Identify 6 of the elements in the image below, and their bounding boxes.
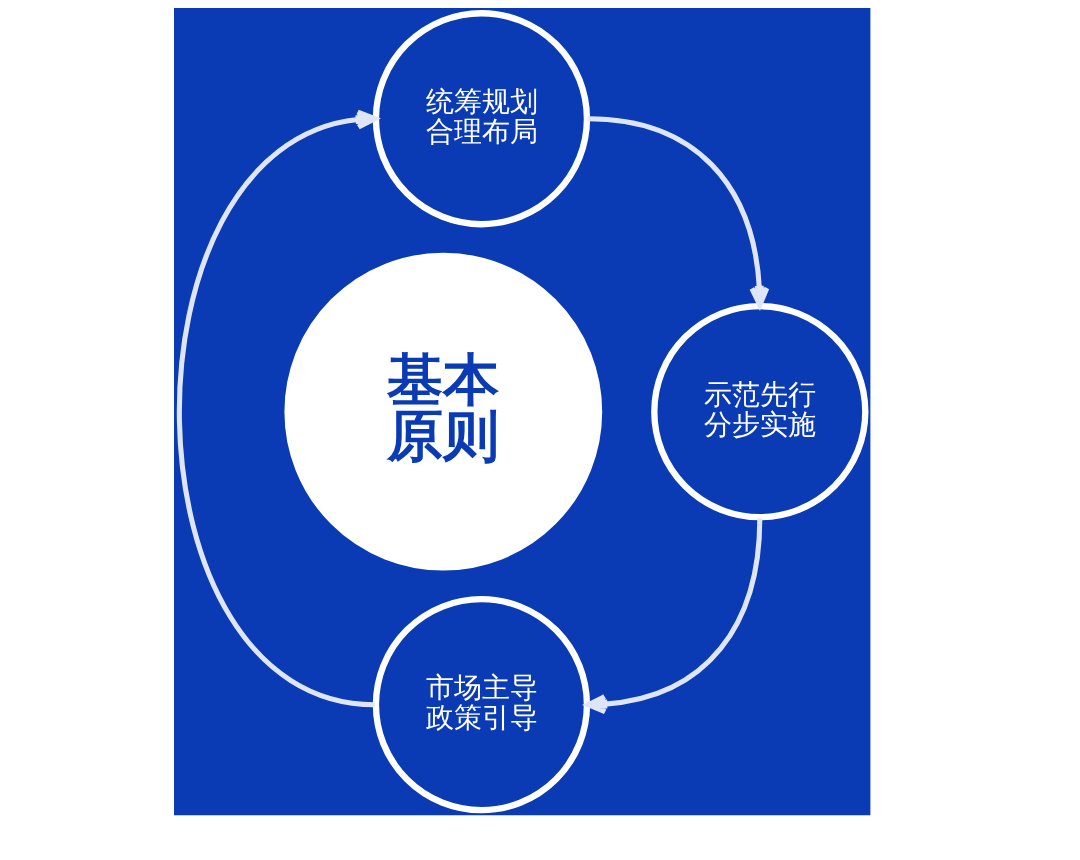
node-circle: 示范先行分步实施 xyxy=(650,303,868,521)
arrow xyxy=(587,116,769,308)
node-circle: 市场主导政策引导 xyxy=(372,596,590,814)
node-circle: 统筹规划合理布局 xyxy=(372,10,590,228)
node-circle: 基本原则 xyxy=(283,252,602,571)
arrow xyxy=(585,518,762,715)
